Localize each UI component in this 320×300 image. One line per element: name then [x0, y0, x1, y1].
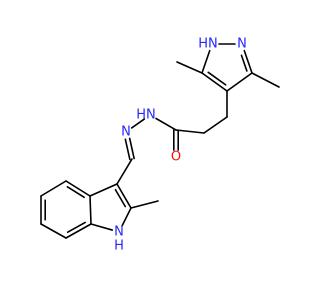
double-bond-c3-c2 [116, 183, 132, 209]
bond-n1-c7a [90, 223, 114, 231]
bond-cco-nh [155, 117, 177, 131]
indole-n-label: N [114, 225, 124, 240]
double-bond-c3-c2-2 [114, 188, 127, 208]
double-bond-pzC4-pzC5-2 [207, 71, 227, 86]
bond-c6-c7 [40, 223, 67, 239]
bond-c4-c5 [40, 180, 67, 197]
bond-layer [40, 43, 280, 239]
bond-c2-me2 [130, 200, 159, 209]
double-bond-pzN2-pzC3 [243, 49, 253, 74]
pyrazole-n-label: N [237, 37, 247, 52]
bond-ch-c3 [116, 158, 133, 185]
bond-pzC3-me3 [251, 72, 280, 88]
double-bond-c7-c7a [65, 223, 92, 239]
double-bond-pzN2-pzC3-2 [240, 54, 248, 72]
hydrazone-n-label: N [121, 125, 131, 140]
pyrazole-nh-label: HN [198, 37, 218, 52]
bond-nh-n2 [130, 118, 146, 129]
bond-ch2b-cco [175, 129, 205, 134]
bond-c7a-c3a [89, 195, 92, 225]
carbonyl-o-label: O [171, 150, 181, 165]
double-bond-n2-ch [124, 138, 131, 161]
double-bond-pzC4-pzC5 [201, 72, 228, 92]
bond-c2-n1 [121, 207, 132, 227]
double-bond-n2-ch-2 [128, 137, 135, 160]
double-bond-c3a-c4 [65, 180, 91, 197]
bond-pzC3-pzC4 [226, 72, 253, 92]
bond-c3a-c3 [89, 183, 118, 197]
hydrazide-nh-label: HN [136, 108, 156, 123]
bond-ch2a-ch2b [203, 116, 228, 134]
bond-pzC5-me5 [176, 61, 203, 74]
bond-pzC5-pzN1 [201, 49, 211, 74]
indole-h-label: H [114, 239, 124, 254]
double-bond-c3a-c4-2 [66, 186, 85, 199]
double-bond-c7-c7a-2 [66, 221, 86, 234]
